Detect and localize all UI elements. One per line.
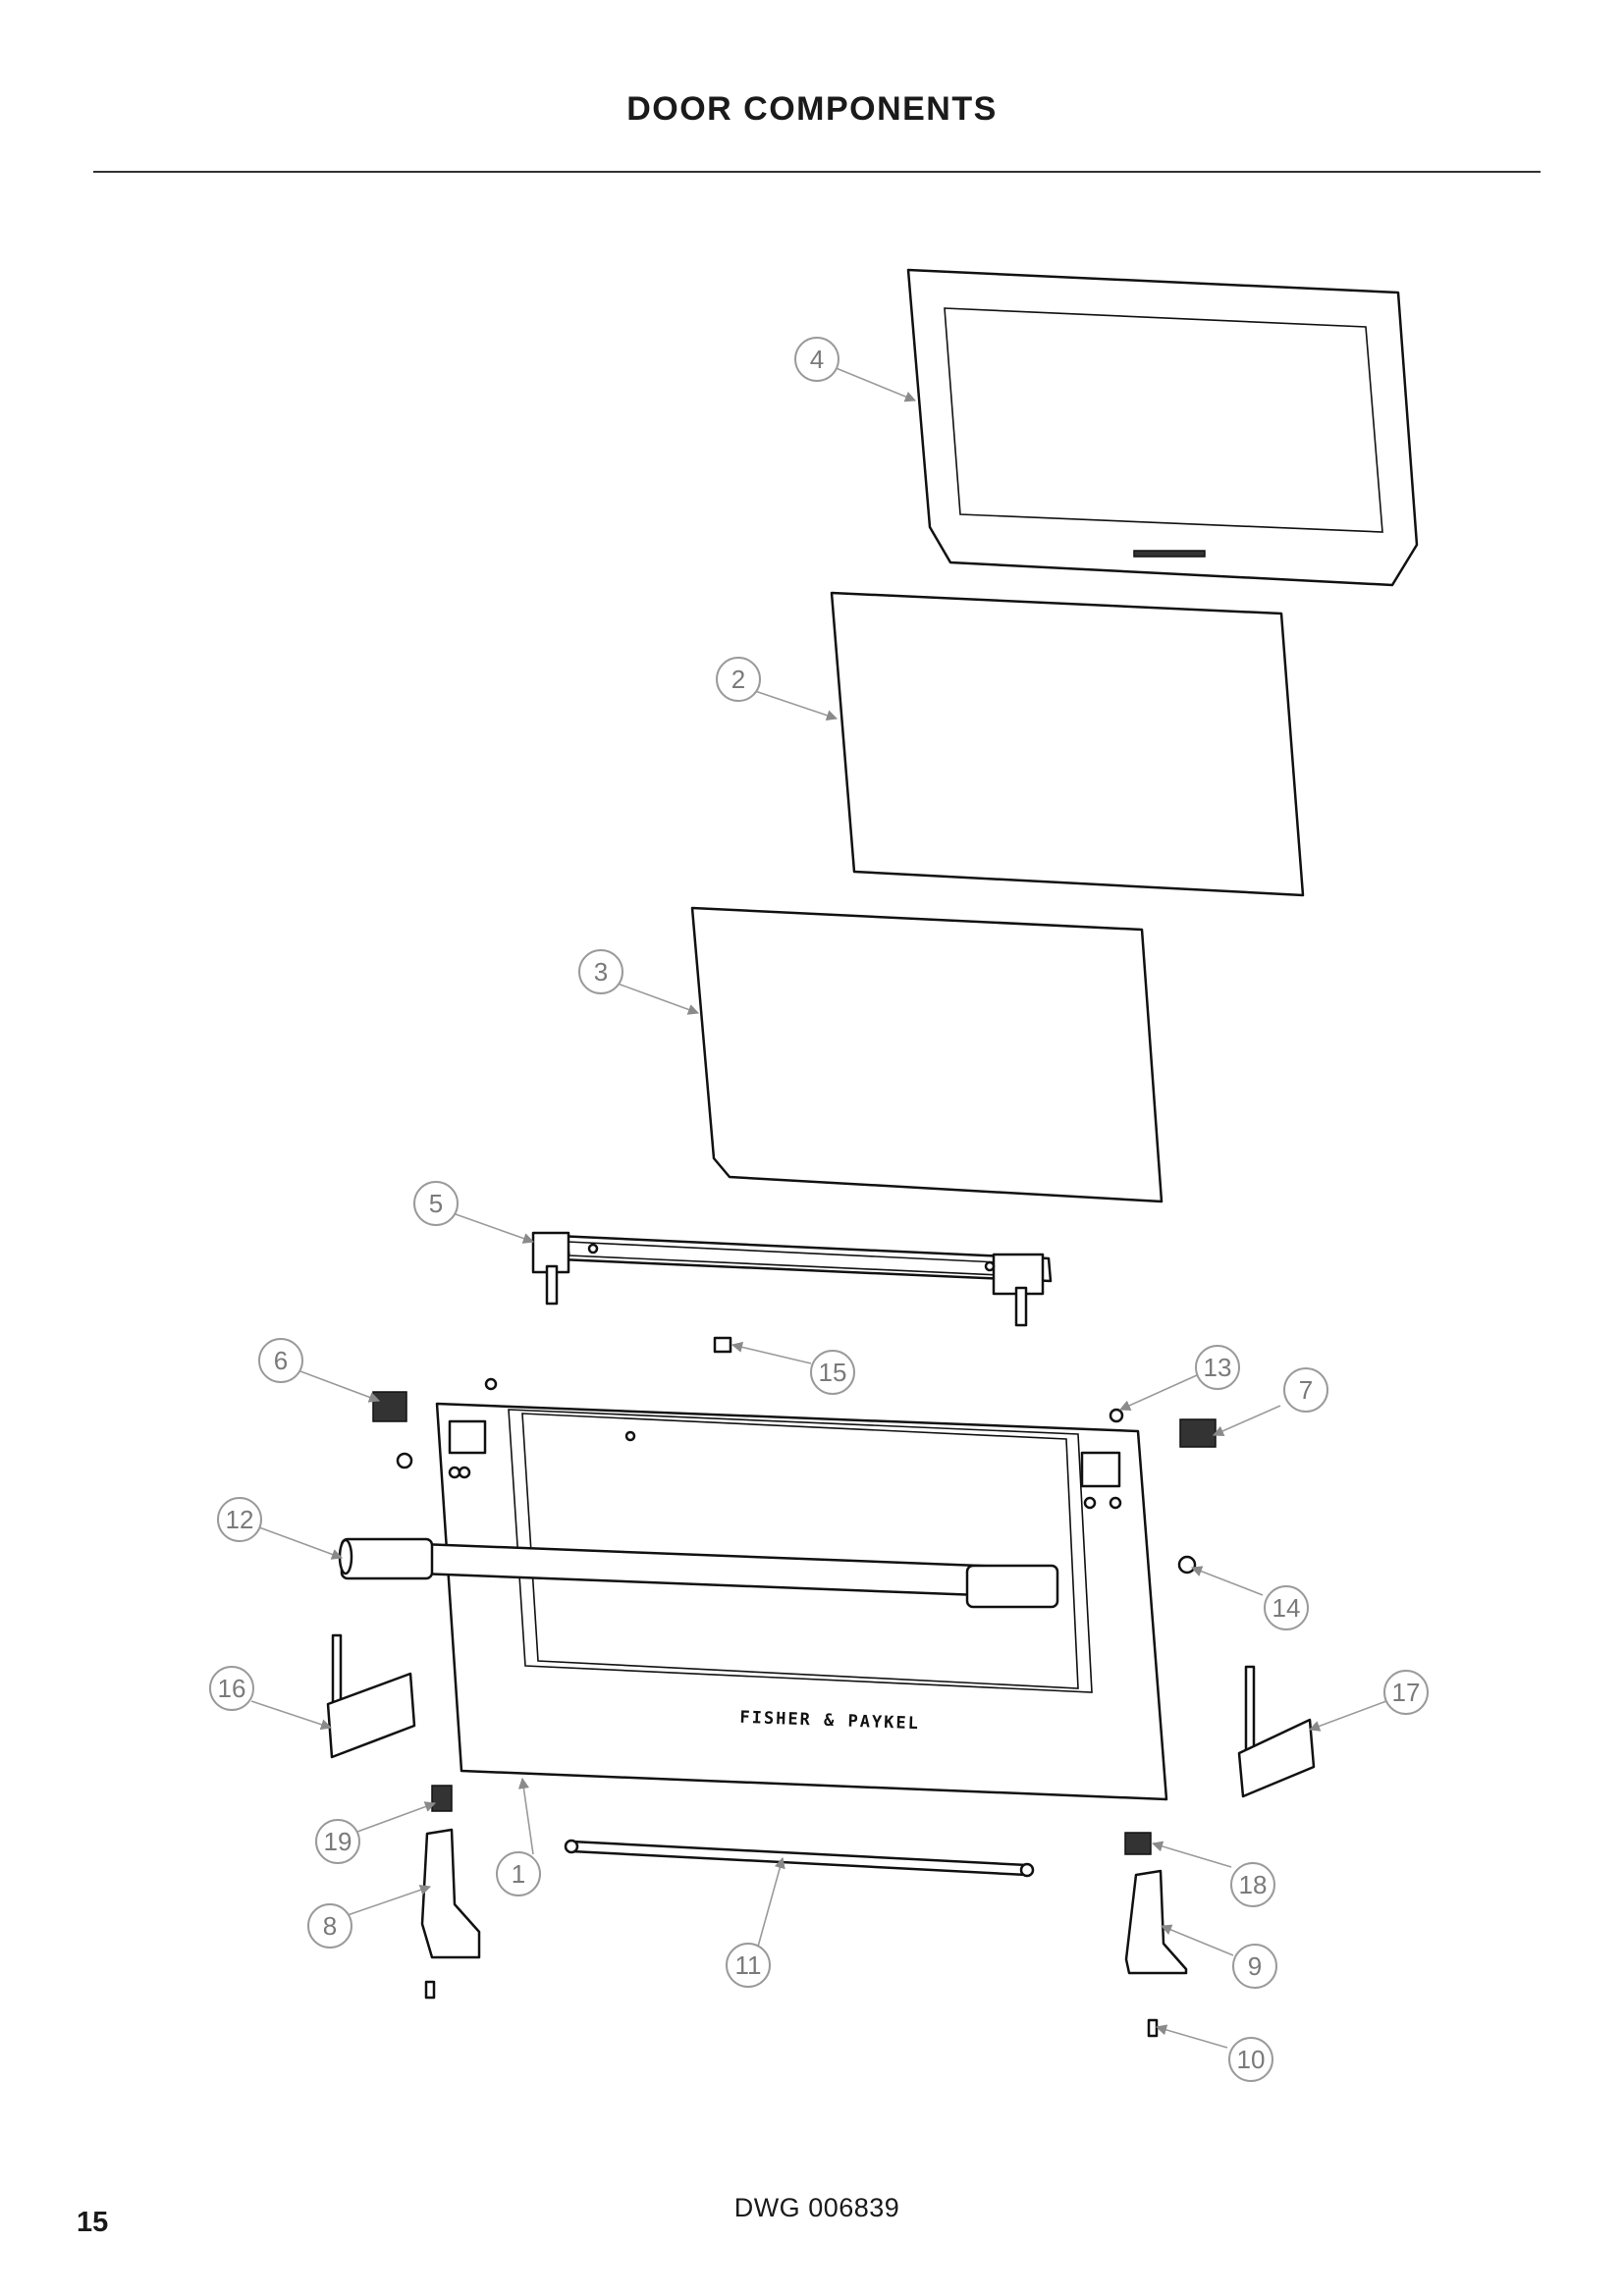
svg-text:13: 13 — [1204, 1353, 1232, 1382]
part-10-screw — [1147, 2018, 1159, 2038]
svg-text:17: 17 — [1392, 1678, 1421, 1707]
part-17-hinge-right — [1237, 1665, 1316, 1798]
callout-3: 3 — [578, 949, 623, 994]
part-7-hinge-cap-right — [1179, 1418, 1217, 1448]
screw-top-left — [484, 1377, 498, 1391]
svg-text:16: 16 — [218, 1674, 246, 1703]
svg-text:9: 9 — [1248, 1951, 1262, 1981]
svg-text:3: 3 — [594, 957, 608, 987]
page-number: 15 — [77, 2207, 109, 2238]
svg-text:19: 19 — [324, 1827, 352, 1856]
callout-15: 15 — [810, 1350, 855, 1395]
part-11-bottom-rod — [564, 1839, 1035, 1878]
callout-14: 14 — [1264, 1585, 1309, 1630]
drawing-number: DWG 006839 — [733, 2193, 900, 2222]
svg-text:6: 6 — [274, 1346, 288, 1375]
callout-11: 11 — [726, 1943, 771, 1988]
svg-text:12: 12 — [226, 1505, 254, 1534]
part-15-clip — [713, 1336, 732, 1354]
callout-12: 12 — [217, 1497, 262, 1542]
callout-7: 7 — [1283, 1367, 1328, 1413]
leader-lines — [250, 366, 1387, 2049]
part-18-block-right — [1124, 1832, 1152, 1855]
svg-text:7: 7 — [1299, 1375, 1313, 1405]
part-12-door-handle — [338, 1537, 1059, 1609]
part-4-outer-glass-frame — [906, 268, 1419, 587]
page-title: DOOR COMPONENTS — [626, 90, 998, 128]
callout-2: 2 — [716, 657, 761, 702]
part-19-block-left — [431, 1785, 453, 1812]
callout-10: 10 — [1228, 2037, 1273, 2082]
callout-1: 1 — [496, 1851, 541, 1896]
svg-text:10: 10 — [1237, 2045, 1266, 2074]
callout-6: 6 — [258, 1338, 303, 1383]
svg-text:4: 4 — [810, 345, 824, 374]
part-5-top-trim-bracket — [531, 1231, 1053, 1327]
callout-19: 19 — [315, 1819, 360, 1864]
title-divider — [93, 171, 1541, 173]
svg-text:5: 5 — [429, 1189, 443, 1218]
callout-16: 16 — [209, 1666, 254, 1711]
svg-text:18: 18 — [1239, 1870, 1268, 1899]
callout-18: 18 — [1230, 1862, 1275, 1907]
svg-text:8: 8 — [323, 1911, 337, 1941]
part-8-hinge-receiver-left — [420, 1828, 481, 1959]
part-3-glass-panel — [690, 906, 1164, 1203]
svg-text:14: 14 — [1272, 1593, 1301, 1623]
part-2-glass-panel — [830, 591, 1305, 897]
part-6-hinge-cap-left — [372, 1391, 407, 1422]
callout-8: 8 — [307, 1903, 352, 1949]
callout-17: 17 — [1383, 1670, 1429, 1715]
washer-left — [396, 1452, 413, 1469]
svg-text:1: 1 — [512, 1859, 525, 1889]
callout-5: 5 — [413, 1181, 459, 1226]
callout-13: 13 — [1195, 1345, 1240, 1390]
callouts: 1 2 3 4 5 6 7 8 9 10 11 12 13 14 15 16 1… — [209, 337, 1429, 2082]
part-13-screw — [1109, 1408, 1124, 1423]
callout-9: 9 — [1232, 1944, 1277, 1989]
part-9-hinge-receiver-right — [1124, 1869, 1188, 1975]
svg-text:2: 2 — [731, 665, 745, 694]
svg-text:11: 11 — [735, 1950, 762, 1980]
part-1-door-panel: FISHER & PAYKEL — [435, 1402, 1168, 1801]
svg-text:15: 15 — [819, 1358, 847, 1387]
part-14-washer — [1177, 1555, 1197, 1575]
part-16-hinge-left — [326, 1633, 416, 1759]
callout-4: 4 — [794, 337, 839, 382]
screw-bottom-left — [424, 1980, 436, 2000]
